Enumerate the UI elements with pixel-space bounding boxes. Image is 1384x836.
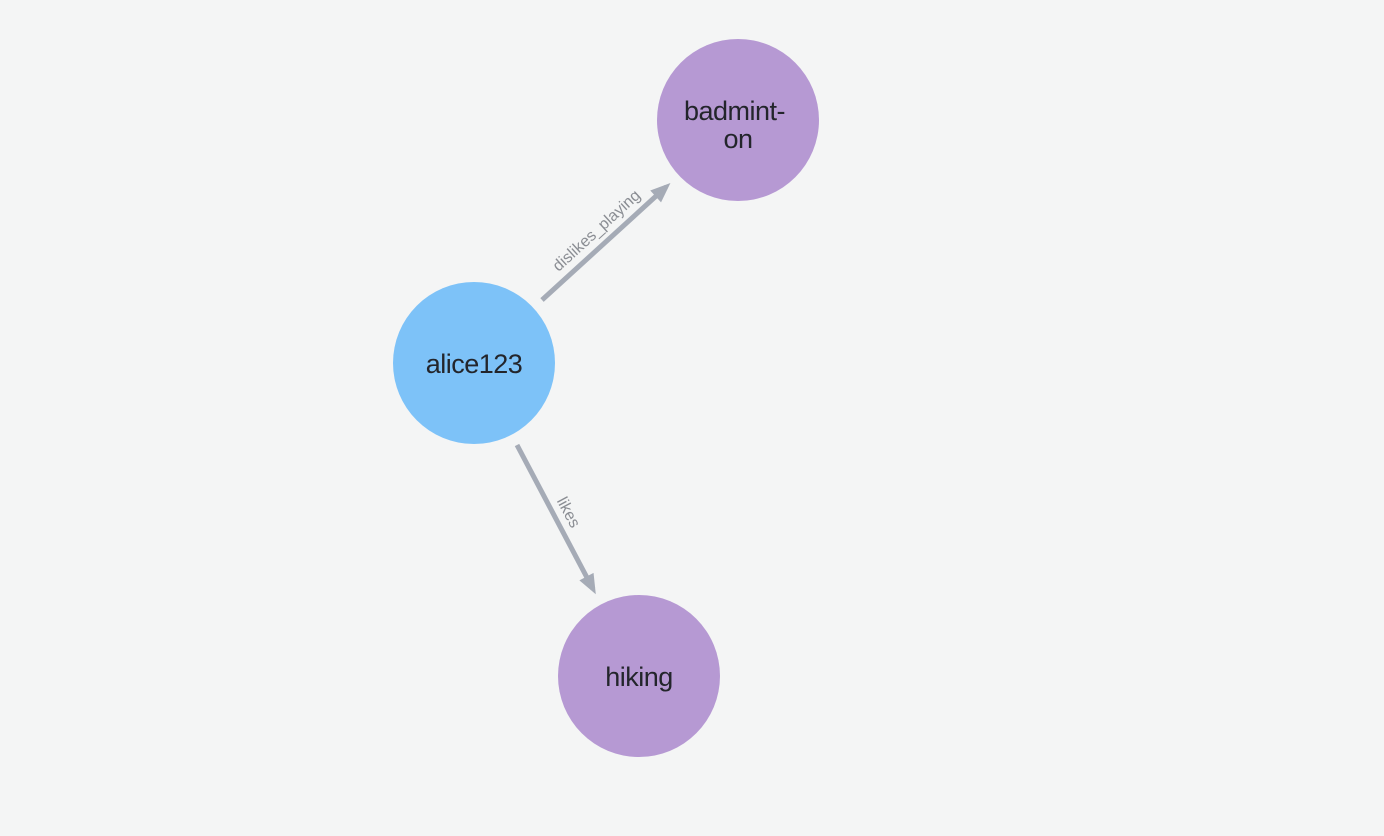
node-circle[interactable] — [393, 282, 555, 444]
node-badminton[interactable]: badmint- on — [657, 39, 819, 201]
node-hiking[interactable]: hiking — [558, 595, 720, 757]
relationship-line[interactable] — [514, 443, 596, 595]
node-circle[interactable] — [657, 39, 819, 201]
node-circle[interactable] — [558, 595, 720, 757]
node-alice123[interactable]: alice123 — [393, 282, 555, 444]
relationship-line[interactable] — [540, 182, 671, 302]
